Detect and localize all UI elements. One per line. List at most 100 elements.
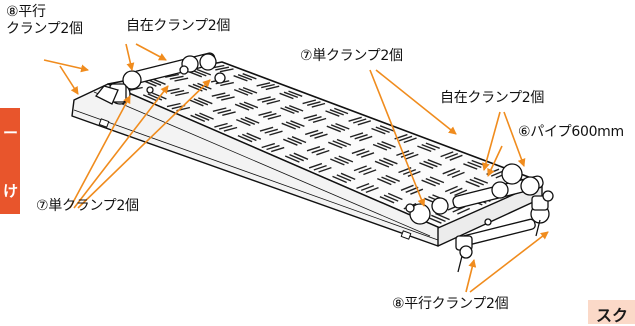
checker-plate-groove (237, 74, 253, 81)
checker-plate-groove (192, 83, 208, 91)
checker-plate-groove (215, 66, 230, 71)
checker-plate-groove (221, 96, 235, 101)
checker-plate-groove (334, 156, 349, 165)
checker-plate-groove (325, 110, 340, 117)
callout-arrows (43, 43, 549, 293)
checker-plate-groove (379, 196, 395, 204)
checker-plate-groove (284, 155, 300, 163)
checker-plate-groove (311, 147, 325, 154)
label-single-clamp-right: ⑦単クランプ2個 (300, 48, 403, 64)
checker-plate-groove (377, 142, 392, 150)
checker-plate-groove (400, 151, 414, 158)
checker-plate-groove (303, 114, 318, 120)
checker-plate-groove (216, 94, 231, 99)
checker-plate-groove (265, 85, 280, 91)
checker-plate-groove (304, 129, 319, 136)
checker-plate-groove (335, 122, 350, 130)
checker-plate-groove (239, 102, 254, 110)
checker-plate-groove (170, 89, 185, 95)
checker-plate-groove (233, 88, 249, 96)
checker-plate-groove (356, 150, 370, 156)
checker-plate-groove (473, 177, 489, 184)
checker-plate-groove (431, 214, 446, 223)
checker-plate-groove (256, 82, 271, 87)
checker-plate-groove (214, 122, 228, 128)
checker-plate-groove (266, 99, 281, 105)
checker-plate-groove (383, 194, 399, 202)
checker-plate-groove (196, 68, 212, 76)
checker-plate-groove (194, 113, 210, 121)
checker-plate-groove (261, 98, 276, 103)
checker-plate-groove (218, 124, 233, 130)
checker-plate-groove (444, 185, 458, 193)
checker-plate-groove (281, 122, 296, 130)
checker-plate-groove (308, 116, 322, 122)
checker-plate-groove (351, 148, 365, 155)
checker-plate-groove (379, 125, 395, 132)
checker-plate-groove (219, 68, 234, 73)
checker-plate-groove (469, 178, 484, 186)
checker-plate-groove (352, 118, 367, 124)
label-parallel-clamp-top: ⑧平行 クランプ2個 (6, 4, 83, 38)
checker-plate-groove (385, 174, 400, 182)
checker-plate-groove (442, 168, 456, 175)
checker-plate-groove (359, 135, 373, 142)
checker-plate-groove (211, 92, 226, 97)
checker-plate-groove (326, 125, 341, 133)
checker-plate-groove (269, 130, 283, 136)
checker-plate-groove (237, 134, 253, 143)
checker-plate-groove (217, 109, 232, 114)
checker-plate-groove (419, 162, 434, 169)
checker-plate-groove (330, 158, 345, 166)
checker-plate-groove (381, 141, 396, 148)
checker-plate-groove (193, 98, 209, 106)
checker-plate-groove (264, 128, 278, 134)
checker-plate-groove (421, 143, 436, 151)
label-parallel-clamp-top-line2: クランプ2個 (6, 21, 83, 37)
checker-plate-groove (236, 118, 251, 127)
checker-plate-groove (425, 142, 440, 149)
side-tab-char-bottom: け (3, 182, 19, 200)
checker-plate-groove (308, 162, 323, 169)
checker-plate-groove (240, 117, 256, 125)
checker-plate-groove (291, 136, 307, 144)
checker-plate-groove (287, 137, 302, 145)
checker-plate-groove (174, 77, 189, 82)
checker-plate-groove (372, 143, 388, 151)
checker-plate-groove (266, 144, 280, 151)
checker-plate-groove (354, 134, 368, 140)
checker-plate-groove (290, 120, 305, 128)
checker-plate-groove (242, 73, 257, 80)
checker-plate-groove (311, 102, 326, 108)
checker-plate-groove (336, 174, 352, 182)
left-clamp-assembly (94, 52, 226, 105)
checker-plate-groove (175, 91, 189, 97)
checker-plate-groove (353, 165, 367, 172)
checker-plate-groove (421, 179, 436, 187)
label-free-clamp-right: 自在クランプ2個 (440, 90, 545, 106)
checker-plate-groove (293, 152, 309, 160)
checker-plate-groove (243, 101, 259, 109)
checker-plate-groove (128, 86, 143, 91)
checker-plate-groove (467, 161, 482, 169)
checker-plate-groove (378, 159, 394, 167)
checker-plate-groove (284, 106, 299, 113)
label-single-clamp-left: ⑦単クランプ2個 (36, 198, 139, 214)
checker-plate-groove (258, 111, 272, 116)
checker-plate-groove (348, 116, 362, 122)
checker-plate-groove (147, 93, 163, 101)
checker-plate-groove (242, 133, 257, 142)
checker-plate-groove (212, 107, 227, 112)
checker-plate-groove (405, 153, 419, 160)
bottom-tab-text: スク (596, 306, 629, 325)
checker-plate-groove (381, 176, 396, 184)
checker-plate-groove (457, 207, 470, 215)
checker-plate-groove (165, 73, 179, 78)
checker-plate-groove (261, 142, 275, 149)
checker-plate-groove (288, 90, 303, 97)
checker-plate-groove (283, 91, 299, 99)
checker-plate-groove (198, 97, 213, 105)
checker-plate-groove (435, 212, 450, 221)
checker-plate-groove (375, 126, 390, 134)
